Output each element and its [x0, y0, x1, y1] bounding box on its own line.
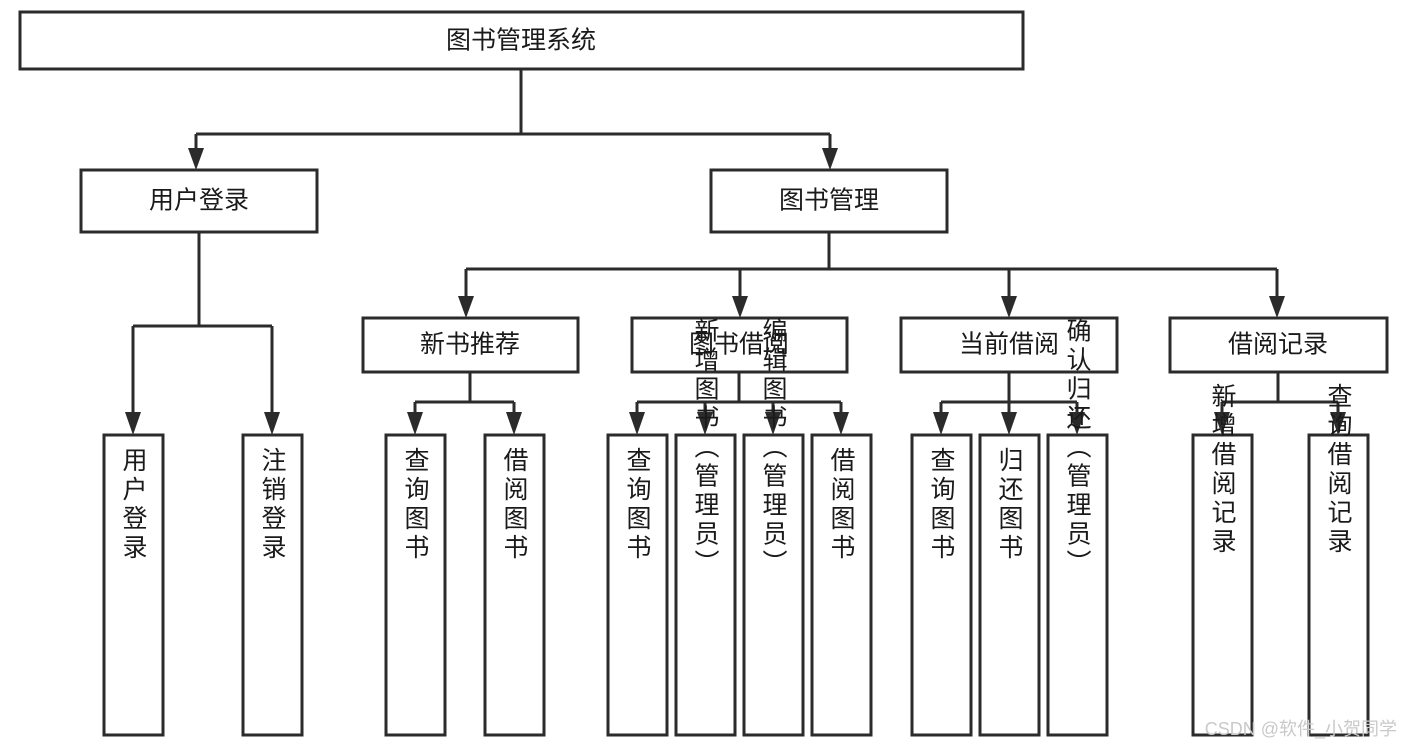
node-leaf-bb-add-book-box[interactable] — [674, 433, 737, 737]
node-book-borrow[interactable]: 图书借阅 — [630, 316, 849, 374]
node-leaf-bb-add-book[interactable]: 新增图书（管理员） — [674, 318, 737, 737]
node-leaf-cb-query-book-label: 查询图书 — [927, 447, 956, 563]
arrow-head-leaf-user-login — [125, 412, 141, 435]
arrow-head-bb-query — [629, 412, 645, 435]
node-leaf-nb-borrow-book-label: 借阅图书 — [500, 447, 529, 563]
node-leaf-logout-label: 注销登录 — [258, 447, 287, 563]
node-leaf-nb-query-book-box[interactable] — [384, 433, 447, 737]
node-leaf-nb-borrow-book[interactable]: 借阅图书 — [483, 433, 546, 737]
node-leaf-br-query-record[interactable]: 查询借阅记录 — [1307, 383, 1370, 737]
node-leaf-bb-borrow-book-label: 借阅图书 — [827, 447, 856, 563]
node-leaf-nb-query-book[interactable]: 查询图书 — [384, 433, 447, 737]
node-leaf-cb-return-book-label: 归还图书 — [995, 447, 1024, 563]
node-current-borrow-box[interactable] — [899, 316, 1119, 374]
node-leaf-bb-query-book-box[interactable] — [606, 433, 669, 737]
node-leaf-logout[interactable]: 注销登录 — [241, 433, 304, 737]
arrow-head-cb-query — [933, 412, 949, 435]
node-leaf-cb-query-book-box[interactable] — [910, 433, 973, 737]
node-leaf-bb-query-book[interactable]: 查询图书 — [606, 433, 669, 737]
node-leaf-cb-confirm-return-box[interactable] — [1046, 433, 1109, 737]
arrow-head-book-manage — [822, 148, 838, 170]
node-book-borrow-label: 图书借阅 — [689, 331, 789, 359]
node-current-borrow[interactable]: 当前借阅 — [899, 316, 1119, 374]
node-leaf-user-login[interactable]: 用户登录 — [102, 433, 165, 737]
node-book-manage[interactable]: 图书管理 — [709, 168, 949, 234]
arrow-head-nb-borrow — [506, 412, 522, 435]
arrow-head-bb-add — [697, 412, 713, 435]
node-leaf-bb-query-book-label: 查询图书 — [623, 447, 652, 563]
node-leaf-br-add-record-box[interactable] — [1191, 433, 1254, 737]
node-current-borrow-label: 当前借阅 — [959, 331, 1059, 359]
arrow-head-user-login — [188, 148, 204, 170]
node-leaf-cb-return-book[interactable]: 归还图书 — [978, 433, 1041, 737]
node-book-manage-box[interactable] — [709, 168, 949, 234]
node-leaf-nb-query-book-label: 查询图书 — [401, 447, 430, 563]
node-leaf-cb-query-book[interactable]: 查询图书 — [910, 433, 973, 737]
node-user-login-box[interactable] — [79, 168, 319, 234]
arrow-head-borrow-record — [1269, 296, 1285, 318]
arrow-head-br-query — [1330, 412, 1346, 435]
node-leaf-bb-borrow-book-box[interactable] — [810, 433, 873, 737]
node-root-box[interactable] — [18, 10, 1025, 71]
node-root-label: 图书管理系统 — [446, 27, 596, 55]
node-book-manage-label: 图书管理 — [779, 187, 879, 215]
connector-layer — [125, 69, 1346, 435]
node-leaf-br-query-record-box[interactable] — [1307, 433, 1370, 737]
node-borrow-record[interactable]: 借阅记录 — [1168, 316, 1389, 374]
arrow-head-nb-query — [407, 412, 423, 435]
node-new-book-recommend-box[interactable] — [361, 316, 580, 374]
node-leaf-user-login-label: 用户登录 — [119, 447, 148, 563]
node-leaf-bb-borrow-book[interactable]: 借阅图书 — [810, 433, 873, 737]
node-leaf-bb-edit-book[interactable]: 编辑图书（管理员） — [742, 318, 805, 737]
node-new-book-recommend[interactable]: 新书推荐 — [361, 316, 580, 374]
node-leaf-cb-confirm-return[interactable]: 确认归还（管理员） — [1046, 318, 1109, 737]
arrow-head-br-add — [1214, 412, 1230, 435]
node-leaf-bb-edit-book-label: 编辑图书（管理员） — [759, 318, 788, 579]
node-book-borrow-box[interactable] — [630, 316, 849, 374]
node-borrow-record-box[interactable] — [1168, 316, 1389, 374]
arrow-head-cb-confirm — [1069, 412, 1085, 435]
node-leaf-br-add-record-label: 新增借阅记录 — [1208, 383, 1237, 557]
arrow-head-cb-return — [1001, 412, 1017, 435]
node-leaf-br-add-record[interactable]: 新增借阅记录 — [1191, 383, 1254, 737]
arrow-head-current-borrow — [1001, 296, 1017, 318]
node-leaf-user-login-box[interactable] — [102, 433, 165, 737]
node-user-login[interactable]: 用户登录 — [79, 168, 319, 234]
node-root-system[interactable]: 图书管理系统 — [18, 10, 1025, 71]
node-leaf-br-query-record-label: 查询借阅记录 — [1324, 383, 1353, 557]
node-new-book-recommend-label: 新书推荐 — [420, 331, 520, 359]
node-leaf-nb-borrow-book-box[interactable] — [483, 433, 546, 737]
arrow-head-new-book — [458, 296, 474, 318]
arrow-head-bb-edit — [765, 412, 781, 435]
node-leaf-cb-confirm-return-label: 确认归还（管理员） — [1063, 318, 1092, 579]
arrow-head-book-borrow — [732, 296, 748, 318]
arrow-head-bb-borrow — [833, 412, 849, 435]
node-leaf-logout-box[interactable] — [241, 433, 304, 737]
arrow-head-leaf-logout — [264, 412, 280, 435]
node-leaf-bb-add-book-label: 新增图书（管理员） — [691, 318, 720, 579]
node-leaf-bb-edit-book-box[interactable] — [742, 433, 805, 737]
node-user-login-label: 用户登录 — [149, 187, 249, 215]
node-borrow-record-label: 借阅记录 — [1228, 331, 1328, 359]
node-leaf-cb-return-book-box[interactable] — [978, 433, 1041, 737]
